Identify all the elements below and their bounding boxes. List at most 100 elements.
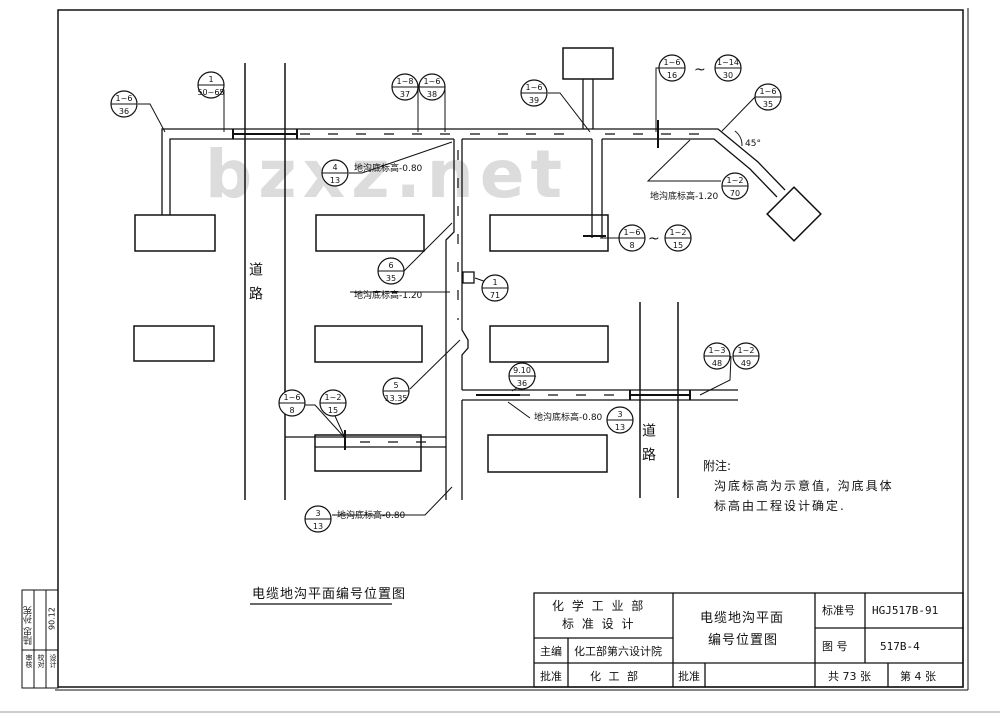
callout-bottom: 37 xyxy=(400,90,410,99)
callout-top: 3 xyxy=(617,410,622,419)
drawing-frame xyxy=(55,8,969,691)
callout-circle: 1~68 xyxy=(618,224,646,252)
callout-top: 1~6 xyxy=(624,228,641,237)
callout-bottom: 36 xyxy=(119,107,129,116)
callout-circle: 1~14 30 xyxy=(714,54,742,82)
drawing-title-1: 电缆地沟平面 xyxy=(700,610,784,626)
buildings xyxy=(133,47,822,473)
callout-bottom: 13 xyxy=(330,176,340,185)
building xyxy=(134,214,216,252)
side-label: 设计 xyxy=(49,653,57,669)
sheet-number: 第 4 张 xyxy=(900,669,936,683)
editor-value: 化工部第六设计院 xyxy=(574,644,662,658)
callout-top: 1~6 xyxy=(424,77,441,86)
org-line-2: 标 准 设 计 xyxy=(562,617,635,631)
callout-top: 5 xyxy=(393,381,398,390)
callout-circle: 1~638 xyxy=(418,73,446,101)
callout-circle: 1~348 xyxy=(703,342,731,370)
callout-circle: 635 xyxy=(377,257,405,285)
callout-bottom: 8 xyxy=(629,241,634,250)
drawing-caption: 电缆地沟平面编号位置图 xyxy=(252,586,406,602)
callout-bottom: 35 xyxy=(763,100,773,109)
substation xyxy=(562,47,614,80)
sign-date: 90.12 xyxy=(48,607,57,630)
callout-bottom: 16 xyxy=(667,71,677,80)
side-block-text: 审核 校对 设计 陆忠 孙宪 90.12 xyxy=(24,605,58,669)
side-label: 校对 xyxy=(37,653,45,668)
callout-bottom: 71 xyxy=(490,291,500,300)
callout-top: 1~2 xyxy=(670,228,687,237)
substation xyxy=(766,186,822,242)
callout-bottom: 50~65 xyxy=(197,88,224,97)
callout-top: 1~2 xyxy=(738,346,755,355)
callout-circle: 9.10 36 xyxy=(508,362,536,390)
callout-top: 1~14 xyxy=(717,58,739,67)
callout-bottom: 15 xyxy=(673,241,683,250)
tilde: ~ xyxy=(694,62,706,78)
callout-top: 1~8 xyxy=(397,77,414,86)
note-title: 附注: xyxy=(703,458,731,473)
watermark: bzxz.net xyxy=(205,136,568,213)
callout-circle: 313 xyxy=(606,406,634,434)
crossing-marks xyxy=(232,120,691,450)
callout-circle: 1~68 xyxy=(278,389,306,417)
compiler-label: 批准 xyxy=(678,669,700,683)
callout-top: 3 xyxy=(315,509,320,518)
callout-top: 1~6 xyxy=(760,87,777,96)
callout-circle: 1~635 xyxy=(754,83,782,111)
callout-circle: 1~270 xyxy=(721,172,749,200)
callout-bottom: 70 xyxy=(730,189,740,198)
callout-bottom: 48 xyxy=(712,359,722,368)
callout-top: 1 xyxy=(208,75,213,84)
callout-circle: 1~639 xyxy=(520,79,548,107)
callout-top: 1~6 xyxy=(664,58,681,67)
callout-top: 1~6 xyxy=(526,83,543,92)
callout-circle: 513.35 xyxy=(382,377,410,405)
callout-bottom: 30 xyxy=(723,71,733,80)
side-block xyxy=(21,589,59,689)
angle-label: 45° xyxy=(745,139,761,149)
callout-circle: 1~215 xyxy=(664,224,692,252)
callout-circle: 1 50~65 xyxy=(197,71,225,99)
callout-top: 1~6 xyxy=(116,94,133,103)
callout-circle: 1~249 xyxy=(732,342,760,370)
road-right-label: 道路 xyxy=(640,423,656,471)
approver-value: 化 工 部 xyxy=(590,669,640,683)
callouts: 1~636150~651~8371~6381~6391~6161~14301~6… xyxy=(110,54,782,533)
signature: 陆忠 孙宪 xyxy=(24,605,35,646)
callout-bottom: 36 xyxy=(517,379,527,388)
building xyxy=(314,325,423,363)
std-no-value: HGJ517B-91 xyxy=(872,604,938,617)
elevation-label: 地沟底标高-1.20 xyxy=(354,289,423,301)
callout-bottom: 13.35 xyxy=(385,394,408,403)
note-line: 标高由工程设计确定. xyxy=(714,498,846,513)
elevation-label: 地沟底标高-1.20 xyxy=(650,190,719,202)
building xyxy=(314,434,422,472)
manhole xyxy=(462,271,475,284)
building xyxy=(315,214,425,252)
callout-bottom: 38 xyxy=(427,90,437,99)
building xyxy=(133,325,215,362)
drawing-title-2: 编号位置图 xyxy=(708,633,778,648)
editor-label: 主编 xyxy=(540,644,562,658)
callout-circle: 413 xyxy=(321,159,349,187)
callout-circle: 1~215 xyxy=(319,389,347,417)
callout-circle: 1~616 xyxy=(658,54,686,82)
callout-circle: 313 xyxy=(304,505,332,533)
tilde: ~ xyxy=(648,231,660,247)
callout-bottom: 35 xyxy=(386,274,396,283)
callout-top: 1~2 xyxy=(325,393,342,402)
callout-bottom: 8 xyxy=(289,406,294,415)
callout-top: 1~2 xyxy=(727,176,744,185)
callout-top: 1~6 xyxy=(284,393,301,402)
callout-bottom: 13 xyxy=(615,423,625,432)
callout-top: 9.10 xyxy=(513,366,531,375)
callout-circle: 171 xyxy=(481,274,509,302)
road-left-label: 道路 xyxy=(247,262,263,310)
elevation-label: 地沟底标高-0.80 xyxy=(337,509,406,521)
callout-bottom: 13 xyxy=(313,522,323,531)
building xyxy=(489,214,609,252)
building xyxy=(489,325,609,363)
callout-bottom: 49 xyxy=(741,359,751,368)
